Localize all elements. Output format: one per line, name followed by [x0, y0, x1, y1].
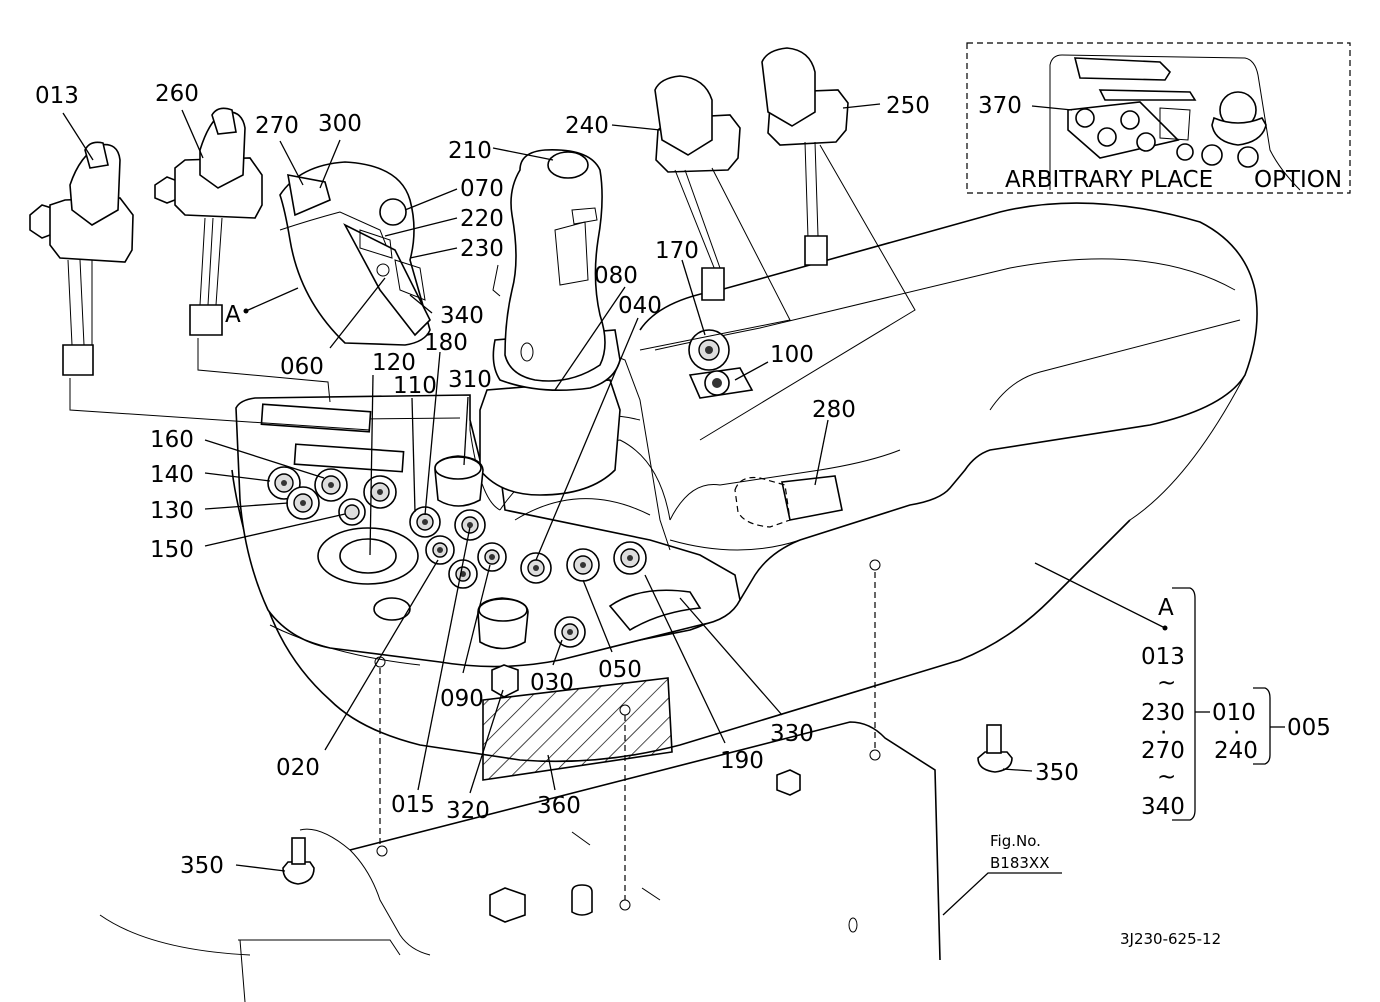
label-370: 370	[978, 93, 1022, 119]
label-310: 310	[448, 367, 492, 393]
label-240: 240	[565, 113, 609, 139]
label-080: 080	[594, 263, 638, 289]
label-300: 300	[318, 111, 362, 137]
switch-013	[29, 141, 134, 376]
label-180: 180	[424, 330, 468, 356]
label-070: 070	[460, 176, 504, 202]
legend-a: A	[1158, 595, 1174, 621]
label-090: 090	[440, 686, 484, 712]
label-020: 020	[276, 755, 320, 781]
label-060: 060	[280, 354, 324, 380]
label-140: 140	[150, 462, 194, 488]
figure-info: Fig.No. B183XX 3J230-625-12	[990, 832, 1221, 948]
legend-dot-1: ·	[1160, 720, 1167, 746]
label-350-left: 350	[180, 853, 224, 879]
label-150: 150	[150, 537, 194, 563]
label-360: 360	[537, 793, 581, 819]
inset-caption-option: OPTION	[1254, 167, 1342, 193]
label-050: 050	[598, 657, 642, 683]
label-260: 260	[155, 81, 199, 107]
base-and-bolts	[99, 559, 1013, 1002]
legend-010: 010	[1212, 700, 1256, 726]
label-280: 280	[812, 397, 856, 423]
label-015: 015	[391, 792, 435, 818]
legend-005: 005	[1287, 715, 1331, 741]
part-labels: 013 260 270 300 210 240 250 070 220 230 …	[35, 81, 1079, 879]
legend-brackets	[1172, 587, 1285, 821]
label-340: 340	[440, 303, 484, 329]
assembly-legend: A 013 ~ 230 · 270 ~ 340 010 · 240 005	[1141, 595, 1331, 820]
label-270: 270	[255, 113, 299, 139]
switch-240	[654, 75, 741, 301]
label-320: 320	[446, 798, 490, 824]
label-230: 230	[460, 236, 504, 262]
label-120: 120	[372, 350, 416, 376]
switch-250	[761, 47, 849, 266]
label-190: 190	[720, 748, 764, 774]
label-110: 110	[393, 373, 437, 399]
label-040: 040	[618, 293, 662, 319]
label-330: 330	[770, 721, 814, 747]
legend-240: 240	[1214, 738, 1258, 764]
legend-dot-2: ·	[1233, 720, 1240, 746]
label-210: 210	[448, 138, 492, 164]
leader-lines	[62, 103, 1168, 916]
label-160: 160	[150, 427, 194, 453]
legend-340: 340	[1141, 794, 1185, 820]
label-130: 130	[150, 498, 194, 524]
label-030: 030	[530, 670, 574, 696]
fig-number: B183XX	[990, 854, 1049, 872]
label-220: 220	[460, 206, 504, 232]
cover-300	[279, 161, 431, 346]
legend-013: 013	[1141, 644, 1185, 670]
switch-260	[154, 107, 263, 336]
drawing-code: 3J230-625-12	[1120, 930, 1221, 948]
legend-tilde-2: ~	[1157, 764, 1176, 790]
label-350-right: 350	[1035, 760, 1079, 786]
panel-buttons	[260, 329, 843, 781]
label-170: 170	[655, 238, 699, 264]
label-100: 100	[770, 342, 814, 368]
joystick-210	[479, 149, 621, 496]
legend-270: 270	[1141, 738, 1185, 764]
legend-230: 230	[1141, 700, 1185, 726]
label-ref-a: A	[225, 302, 241, 328]
label-250: 250	[886, 93, 930, 119]
label-013: 013	[35, 83, 79, 109]
legend-tilde-1: ~	[1157, 670, 1176, 696]
inset-caption-arbitrary-place: ARBITRARY PLACE	[1005, 167, 1213, 193]
fig-no-label: Fig.No.	[990, 832, 1041, 850]
option-inset: 370 ARBITRARY PLACE OPTION	[966, 42, 1351, 194]
